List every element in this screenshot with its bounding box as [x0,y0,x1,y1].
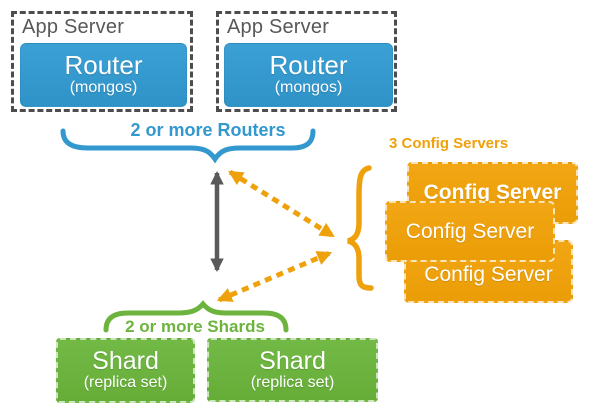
router-config-arrow [228,169,335,239]
router-node-1: Router (mongos) [20,43,187,107]
router-subtitle: (mongos) [69,79,138,97]
config-server-node-2: Config Server [385,201,555,262]
shard-node-1: Shard (replica set) [56,338,195,403]
shard-config-arrow [216,250,333,303]
router-subtitle: (mongos) [274,79,343,97]
config-brace [347,165,374,291]
shards-brace [103,300,289,333]
shards-group-label: 2 or more Shards [125,317,265,336]
router-title: Router [269,50,348,81]
config-server-title: Config Server [405,219,535,243]
shard-title: Shard [259,346,326,375]
shard-node-2: Shard (replica set) [207,338,378,402]
shard-subtitle: (replica set) [83,374,168,392]
app-server-box-1: App Server [11,11,193,112]
app-server-label: App Server [22,16,125,38]
router-node-2: Router (mongos) [224,43,393,107]
app-server-box-2: App Server [216,11,397,112]
config-group-label: 3 Config Servers [389,135,509,152]
routers-group-label: 2 or more Routers [130,120,286,140]
routers-brace [60,128,316,164]
router-title: Router [64,50,143,81]
shard-subtitle: (replica set) [250,373,335,391]
shard-title: Shard [92,347,159,376]
app-server-label: App Server [227,16,330,38]
config-server-title: Config Server [424,262,553,286]
config-server-title: Config Server [423,181,562,204]
